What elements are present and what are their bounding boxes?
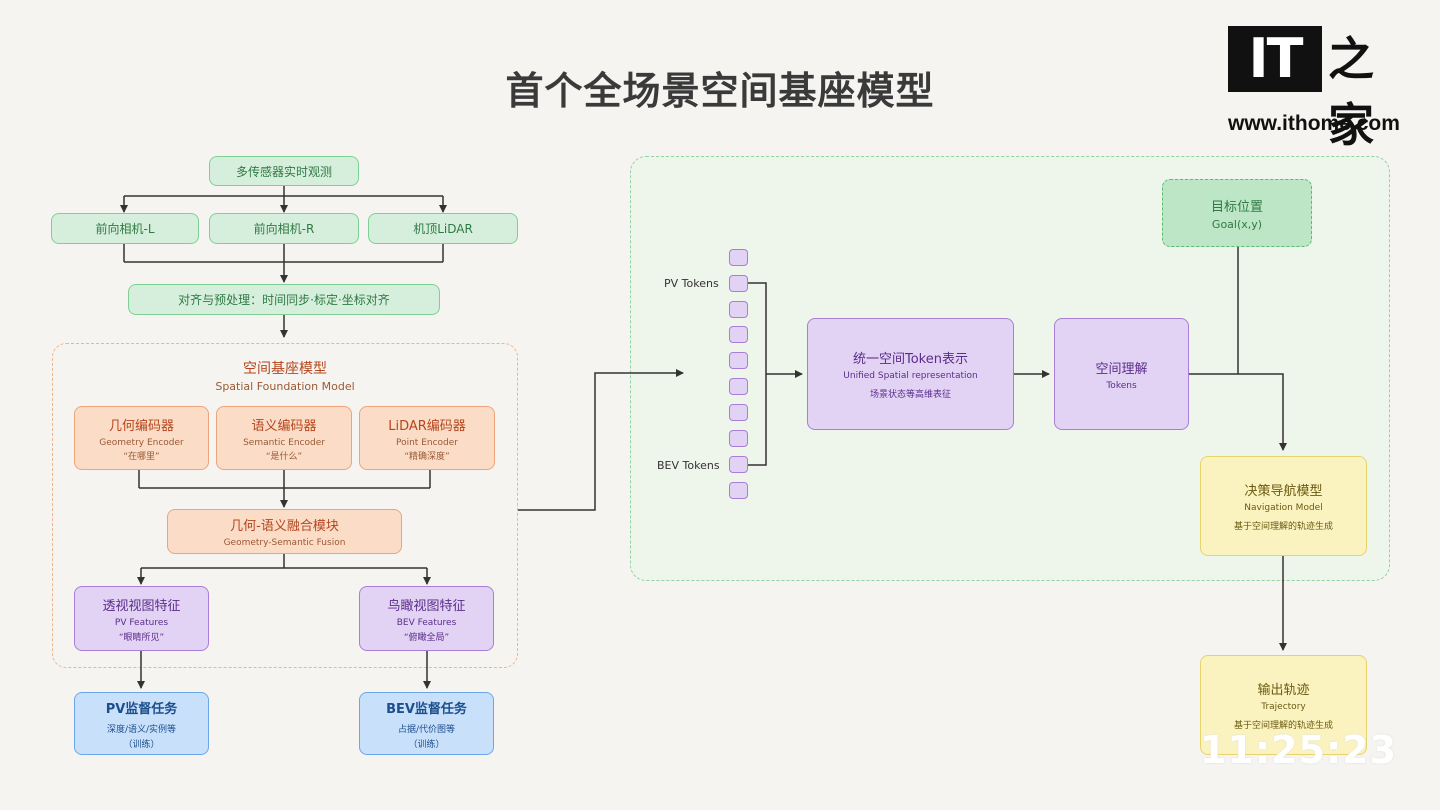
token-cell (729, 378, 748, 395)
semantic-encoder-box: 语义编码器 Semantic Encoder “是什么” (216, 406, 352, 470)
unified-token-box: 统一空间Token表示 Unified Spatial representati… (807, 318, 1014, 430)
encoder-en: Point Encoder (395, 437, 458, 448)
pv-features-box: 透视视图特征 PV Features “眼睛所见” (74, 586, 209, 651)
ithome-logo: IT 之家 www.ithome.com (1228, 26, 1418, 152)
token-cell (729, 249, 748, 266)
understanding-title: 空间理解 (1095, 361, 1148, 377)
unified-en: Unified Spatial representation (843, 371, 978, 381)
unified-title: 统一空间Token表示 (853, 352, 968, 367)
task-title: PV监督任务 (105, 701, 178, 717)
token-cell (729, 326, 748, 343)
task-note: （训练） (408, 739, 445, 750)
logo-mark: IT (1228, 26, 1322, 92)
goal-title: 目标位置 (1210, 199, 1263, 215)
multi-sensor-box: 多传感器实时观测 (209, 156, 359, 186)
video-timestamp: 11:25:23 (1200, 728, 1398, 772)
lidar-encoder-box: LiDAR编码器 Point Encoder “精确深度” (359, 406, 495, 470)
token-cell (729, 404, 748, 421)
task-desc: 深度/语义/实例等 (106, 724, 177, 735)
token-cell (729, 482, 748, 499)
logo-chinese: 之家 (1328, 32, 1374, 152)
understanding-en: Tokens (1106, 380, 1137, 391)
lidar-box: 机顶LiDAR (368, 213, 518, 244)
encoder-title: LiDAR编码器 (388, 418, 466, 434)
goal-en: Goal(x,y) (1211, 217, 1263, 231)
goal-box: 目标位置 Goal(x,y) (1162, 179, 1312, 247)
encoder-quote: “在哪里” (123, 451, 160, 462)
task-desc: 占据/代价图等 (397, 724, 456, 735)
token-cell (729, 430, 748, 447)
feature-en: PV Features (114, 617, 169, 628)
fusion-module-box: 几何-语义融合模块 Geometry-Semantic Fusion (167, 509, 402, 554)
token-cell (729, 275, 748, 292)
align-preprocess-box: 对齐与预处理：时间同步·标定·坐标对齐 (128, 284, 440, 315)
fusion-title: 几何-语义融合模块 (230, 519, 339, 534)
pv-tokens-label: PV Tokens (664, 277, 719, 290)
navigation-desc: 基于空间理解的轨迹生成 (1233, 522, 1333, 532)
feature-title: 鸟瞰视图特征 (387, 598, 466, 614)
navigation-title: 决策导航模型 (1244, 484, 1323, 499)
encoder-en: Semantic Encoder (243, 437, 325, 448)
token-cell (729, 456, 748, 473)
encoder-title: 语义编码器 (251, 418, 317, 434)
feature-title: 透视视图特征 (102, 598, 181, 614)
fusion-en: Geometry-Semantic Fusion (223, 538, 346, 548)
spatial-understanding-box: 空间理解 Tokens (1054, 318, 1189, 430)
navigation-model-box: 决策导航模型 Navigation Model 基于空间理解的轨迹生成 (1200, 456, 1367, 556)
feature-quote: “俯瞰全局” (403, 632, 450, 643)
encoder-en: Geometry Encoder (99, 437, 184, 448)
sfm-subtitle: Spatial Foundation Model (215, 380, 355, 393)
navigation-en: Navigation Model (1244, 503, 1323, 513)
sfm-title: 空间基座模型 (243, 361, 327, 377)
trajectory-box: 输出轨迹 Trajectory 基于空间理解的轨迹生成 (1200, 655, 1367, 755)
camera-right-box: 前向相机-R (209, 213, 359, 244)
trajectory-en: Trajectory (1261, 702, 1306, 712)
unified-desc: 场景状态等高维表征 (869, 390, 951, 400)
token-cell (729, 301, 748, 318)
page-title: 首个全场景空间基座模型 (505, 69, 935, 113)
geometry-encoder-box: 几何编码器 Geometry Encoder “在哪里” (74, 406, 209, 470)
encoder-quote: “是什么” (265, 451, 303, 462)
bev-features-box: 鸟瞰视图特征 BEV Features “俯瞰全局” (359, 586, 494, 651)
bev-supervision-box: BEV监督任务 占据/代价图等 （训练） (359, 692, 494, 755)
token-cell (729, 352, 748, 369)
encoder-title: 几何编码器 (108, 418, 174, 434)
encoder-quote: “精确深度” (404, 451, 450, 462)
bev-tokens-label: BEV Tokens (657, 459, 720, 472)
camera-left-box: 前向相机-L (51, 213, 199, 244)
task-note: （训练） (123, 739, 160, 750)
feature-en: BEV Features (396, 617, 457, 628)
feature-quote: “眼睛所见” (118, 632, 165, 643)
pv-supervision-box: PV监督任务 深度/语义/实例等 （训练） (74, 692, 209, 755)
trajectory-desc: 基于空间理解的轨迹生成 (1233, 721, 1333, 731)
sfm-header: 空间基座模型 Spatial Foundation Model (52, 358, 518, 393)
task-title: BEV监督任务 (386, 701, 467, 717)
trajectory-title: 输出轨迹 (1257, 683, 1310, 698)
spatial-foundation-model-region (52, 343, 518, 668)
logo-url: www.ithome.com (1228, 112, 1400, 135)
